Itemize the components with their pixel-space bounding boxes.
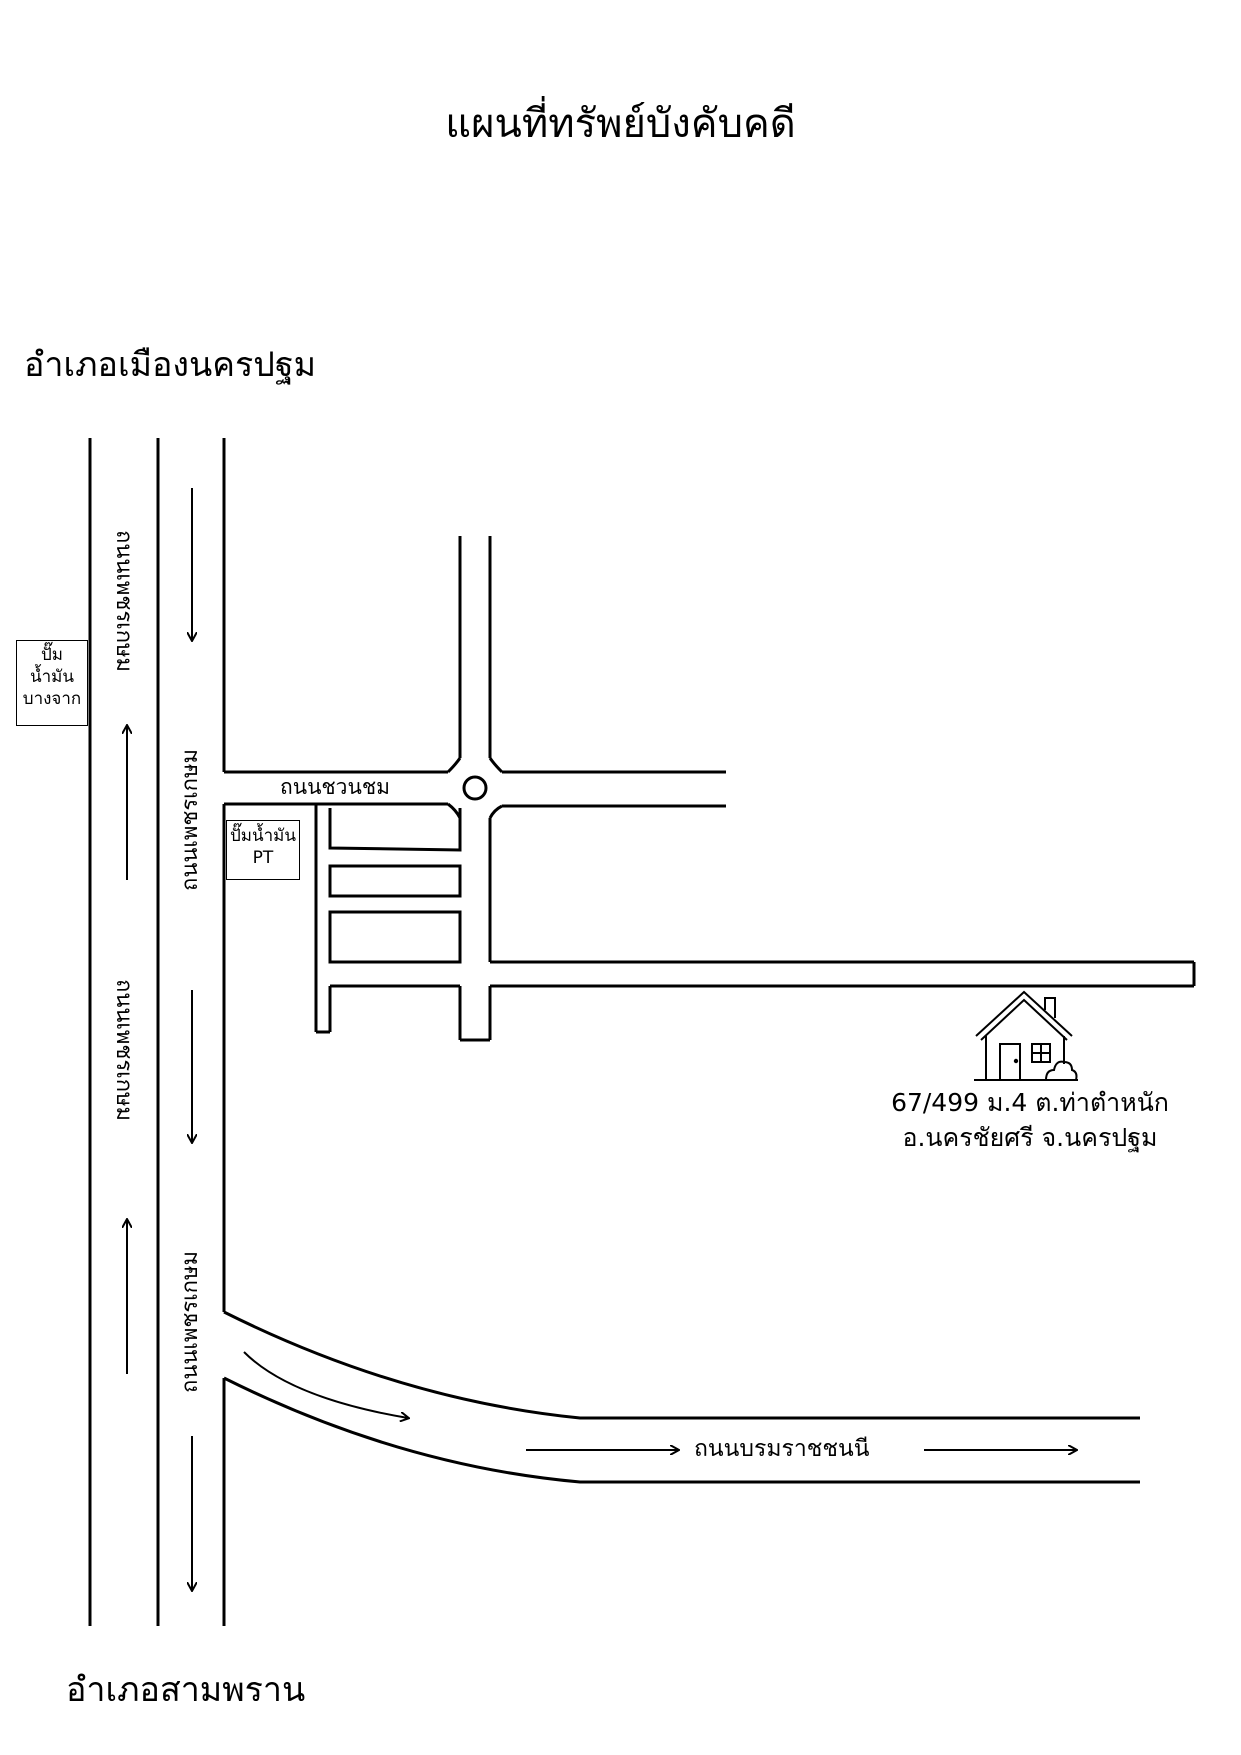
road-label-borommaratchachonnani: ถนนบรมราชชนนี [694,1436,870,1462]
road-edge [223,1376,1140,1484]
roundabout-icon [462,775,488,801]
property-address: 67/499 ม.4 ต.ท่าตำหนัก อ.นครชัยศรี จ.นคร… [880,1085,1180,1155]
road-label-chuanchom: ถนนชวนชม [280,775,390,799]
direction-arrow [243,1351,408,1418]
landmark-bangchak-gas-station: ปั๊ม น้ำมัน บางจาก [16,640,88,726]
landmark-pt-gas-station: ปั๊มน้ำมัน PT [226,820,300,880]
road-edge [223,1310,1140,1420]
district-label-bottom: อำเภอสามพราน [66,1670,306,1710]
roundabout-corner [488,757,504,774]
address-line-2: อ.นครชัยศรี จ.นครปฐม [902,1123,1158,1152]
roundabout-corner [447,802,462,819]
landmark-text: บางจาก [22,689,82,710]
roundabout-corner [488,804,503,819]
map-title: แผนที่ทรัพย์บังคับคดี [445,101,796,147]
road-label-petchkasem-left-top: ถนนเพชรเกษม [111,530,136,673]
block [328,864,462,898]
house-icon [974,990,1078,1081]
landmark-text: ปั๊ม [41,645,63,665]
landmark-text: ปั๊มน้ำมัน [230,826,296,846]
block [328,808,462,852]
block [328,910,462,964]
address-line-1: 67/499 ม.4 ต.ท่าตำหนัก [891,1088,1169,1117]
roundabout-corner [446,757,462,774]
road-label-petchkasem-left-bottom: ถนนเพชรเกษม [111,979,136,1122]
district-label-top: อำเภอเมืองนครปฐม [24,345,317,385]
landmark-text: PT [252,848,274,869]
road-label-petchkasem-right-bottom: ถนนเพชรเกษม [178,1250,203,1393]
landmark-text: น้ำมัน [30,667,74,688]
road-label-petchkasem-right-top: ถนนเพชรเกษม [178,748,203,891]
